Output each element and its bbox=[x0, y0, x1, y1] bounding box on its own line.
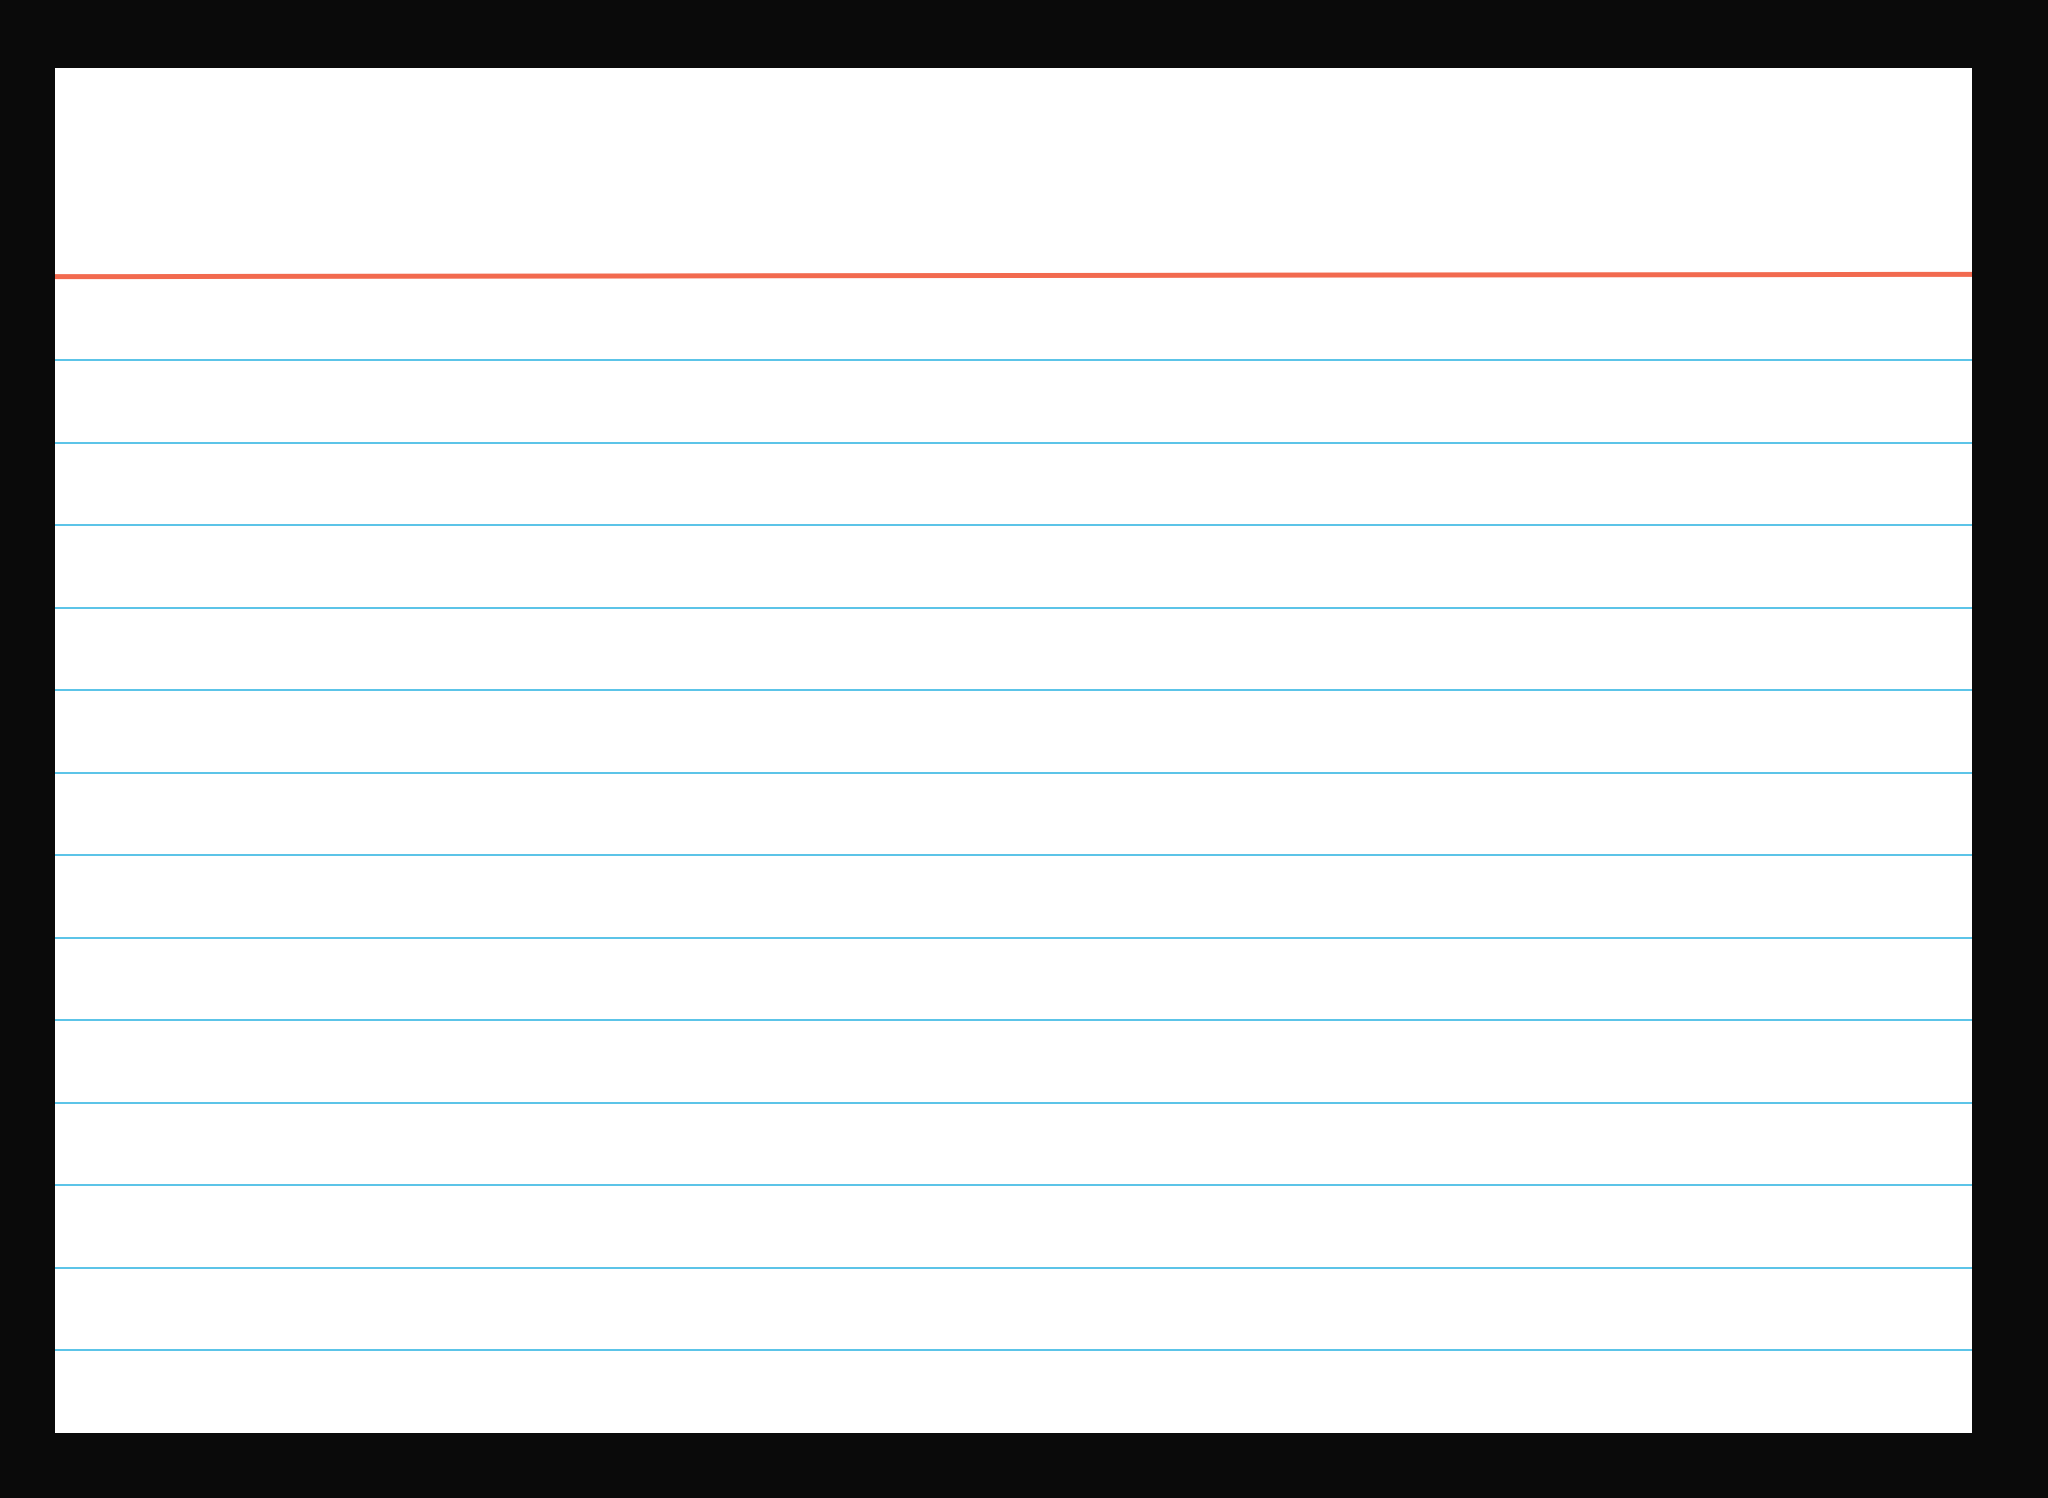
blue-ruled-line bbox=[55, 854, 1972, 856]
red-header-rule bbox=[54, 271, 1973, 280]
blue-ruled-line bbox=[55, 524, 1972, 526]
blue-ruled-line bbox=[55, 689, 1972, 691]
blue-ruled-line bbox=[55, 1019, 1972, 1021]
blue-ruled-line bbox=[55, 606, 1972, 609]
blue-ruled-line bbox=[55, 1266, 1972, 1269]
blue-ruled-line bbox=[55, 771, 1972, 774]
blue-ruled-line bbox=[55, 441, 1972, 444]
blue-ruled-line bbox=[55, 359, 1972, 361]
blue-ruled-line bbox=[55, 1184, 1972, 1186]
blue-ruled-line bbox=[55, 1349, 1972, 1351]
blue-ruled-line bbox=[55, 1101, 1972, 1104]
blue-ruled-line bbox=[55, 936, 1972, 939]
index-card bbox=[54, 68, 1973, 1433]
